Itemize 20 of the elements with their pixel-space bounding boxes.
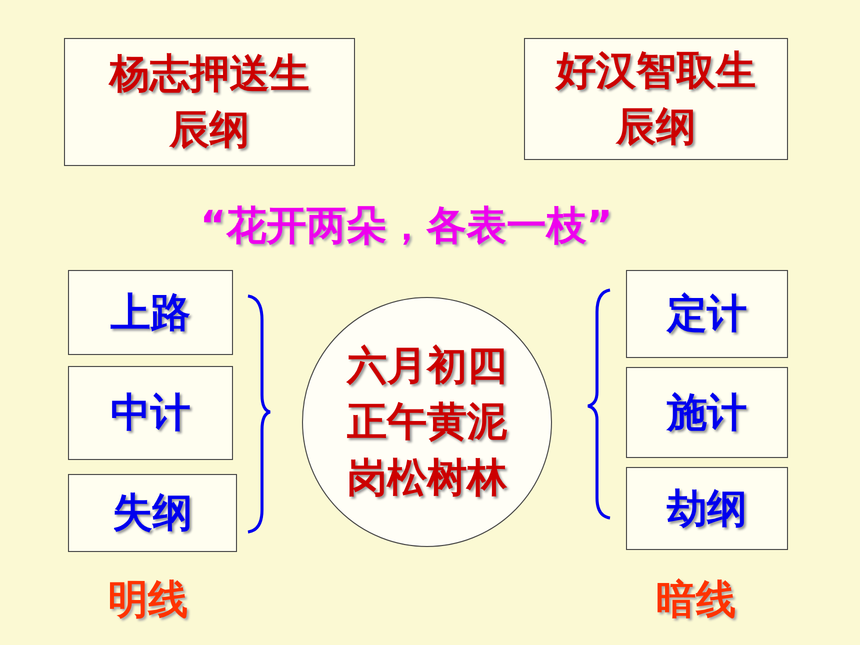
text-box	[626, 270, 788, 358]
text-box	[524, 38, 788, 160]
box-label: 好汉智取生辰纲	[556, 47, 756, 152]
box-label: 杨志押送生辰纲	[108, 50, 310, 155]
caption-label: 暗线	[656, 576, 736, 625]
text-box	[68, 270, 233, 355]
text-box	[626, 467, 788, 550]
box-label: 定计	[667, 290, 747, 339]
box-label: 施计	[667, 388, 747, 438]
box-label: 劫纲	[667, 484, 747, 534]
box-label: 失纲	[112, 489, 192, 538]
text-box	[68, 474, 237, 552]
box-label: 上路	[110, 288, 190, 338]
text-box	[626, 367, 788, 458]
text-box	[68, 366, 233, 460]
box-label: 中计	[110, 389, 190, 438]
quote-text: “花开两朵，各表一枝”	[200, 202, 613, 251]
caption-label: 明线	[108, 576, 188, 625]
text-box	[64, 38, 355, 166]
box-label: 六月初四正午黄泥岗松树林	[347, 342, 507, 503]
